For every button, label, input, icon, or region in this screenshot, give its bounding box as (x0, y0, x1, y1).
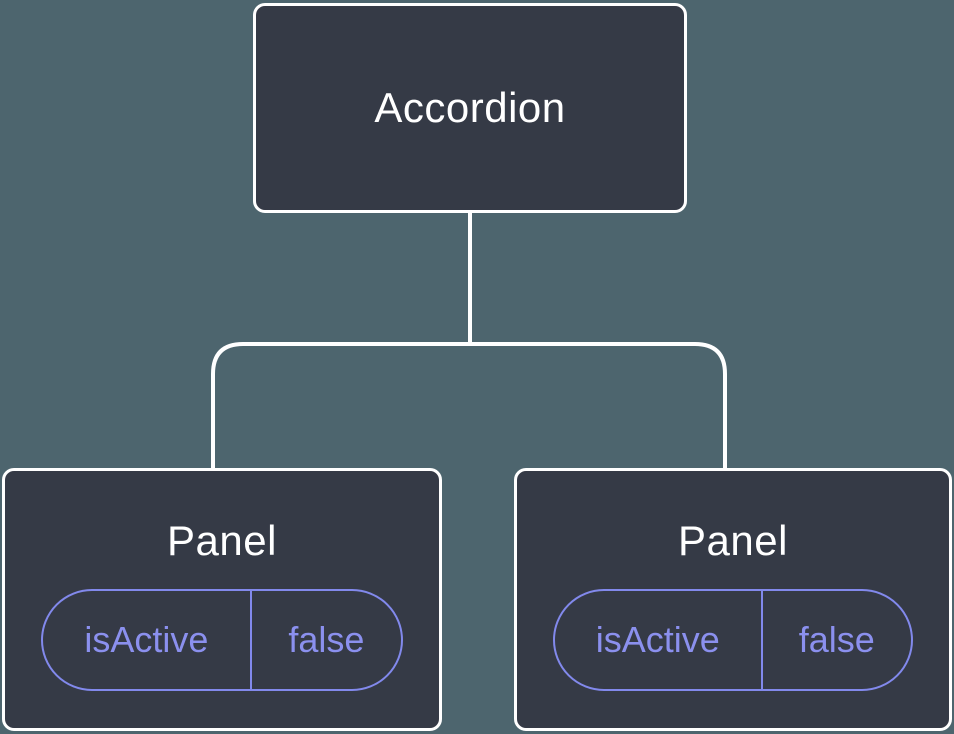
prop-name: isActive (43, 591, 252, 689)
panel-1-prop-pill: isActive false (41, 589, 403, 691)
panel-1-node-label: Panel (167, 517, 277, 564)
panel-2-prop-pill: isActive false (553, 589, 913, 691)
accordion-node-label: Accordion (374, 84, 566, 131)
component-node-accordion: Accordion (253, 3, 687, 213)
prop-value: false (798, 619, 875, 660)
connector-branch (211, 342, 727, 470)
panel-2-node-label: Panel (678, 517, 788, 564)
component-node-panel-2: Panel isActive false (514, 468, 952, 731)
prop-value: false (288, 619, 365, 660)
component-node-panel-1: Panel isActive false (2, 468, 442, 731)
prop-name: isActive (555, 591, 763, 689)
